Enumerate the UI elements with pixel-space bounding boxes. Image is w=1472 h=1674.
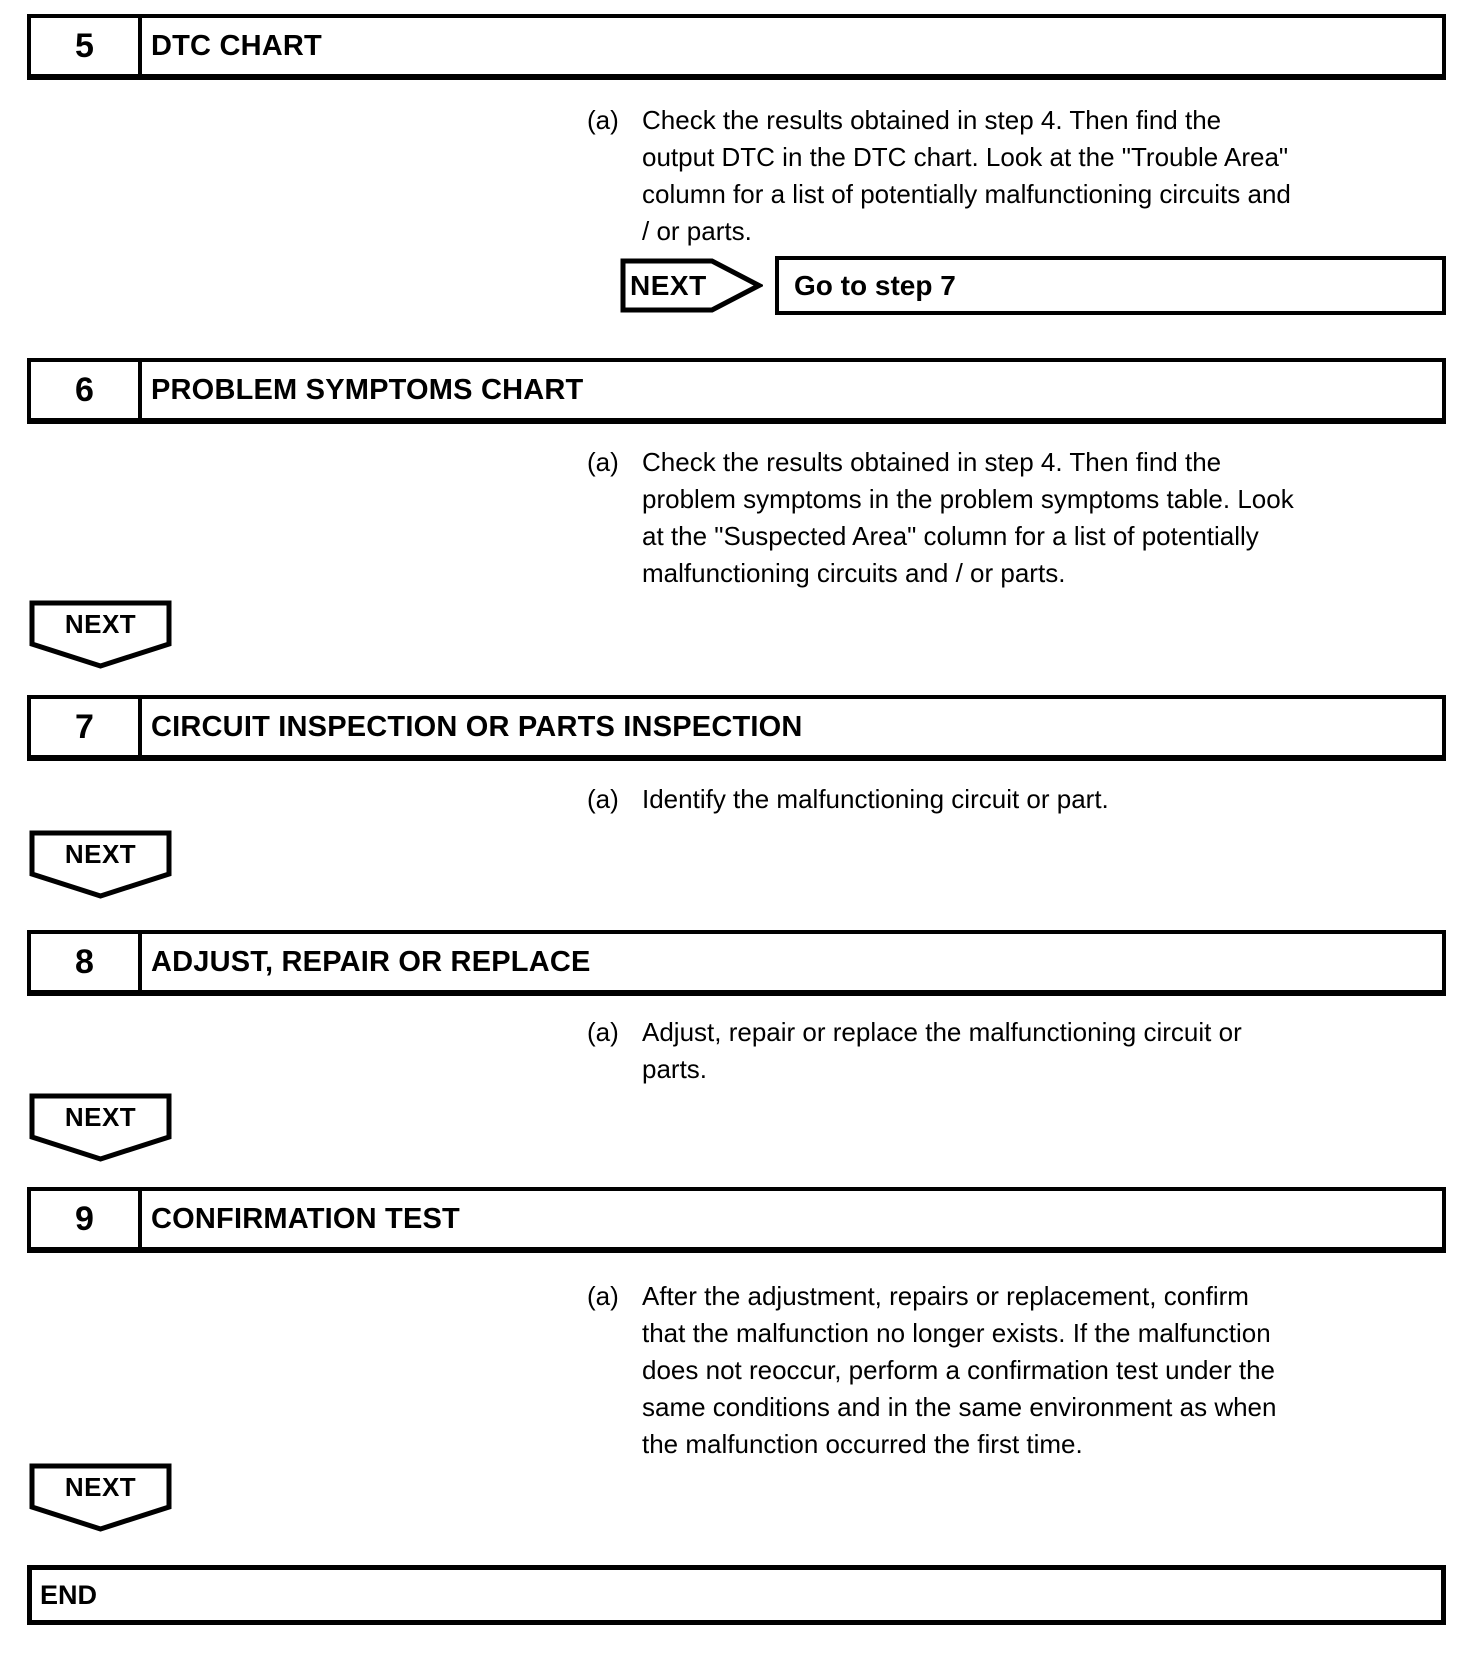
step-8-header: 8 ADJUST, REPAIR OR REPLACE <box>27 930 1446 996</box>
next-arrow-right-icon: NEXT <box>620 258 763 313</box>
step-title: DTC CHART <box>151 29 322 62</box>
step-6-instruction: (a) Check the results obtained in step 4… <box>587 444 1446 592</box>
step-5-next-row: NEXT Go to step 7 <box>620 256 1446 315</box>
next-label: NEXT <box>64 609 137 639</box>
instruction-text: After the adjustment, repairs or replace… <box>642 1281 1277 1459</box>
step-9-header: 9 CONFIRMATION TEST <box>27 1187 1446 1253</box>
step-8-instruction: (a) Adjust, repair or replace the malfun… <box>587 1014 1446 1088</box>
step-number: 7 <box>31 699 142 755</box>
instruction-text: Check the results obtained in step 4. Th… <box>642 447 1294 588</box>
step-5-instruction: (a) Check the results obtained in step 4… <box>587 102 1446 250</box>
next-arrow-down-icon: NEXT <box>29 1093 172 1163</box>
step-title: CONFIRMATION TEST <box>151 1202 460 1235</box>
next-arrow-down-icon: NEXT <box>29 1463 172 1533</box>
step-title: PROBLEM SYMPTOMS CHART <box>151 373 584 406</box>
step-9-instruction: (a) After the adjustment, repairs or rep… <box>587 1278 1446 1463</box>
step-number: 9 <box>31 1191 142 1247</box>
list-marker: (a) <box>587 784 619 814</box>
next-arrow-down-icon: NEXT <box>29 600 172 670</box>
step-title: ADJUST, REPAIR OR REPLACE <box>151 945 591 978</box>
next-label: NEXT <box>64 1472 137 1502</box>
step-6-header: 6 PROBLEM SYMPTOMS CHART <box>27 358 1446 424</box>
troubleshooting-flow: 5 DTC CHART (a) Check the results obtain… <box>27 14 1446 1625</box>
next-label: NEXT <box>630 269 707 301</box>
step-7-header: 7 CIRCUIT INSPECTION OR PARTS INSPECTION <box>27 695 1446 761</box>
list-marker: (a) <box>587 105 619 135</box>
step-title: CIRCUIT INSPECTION OR PARTS INSPECTION <box>151 710 803 743</box>
end-box: END <box>27 1565 1446 1625</box>
step-7-instruction: (a) Identify the malfunctioning circuit … <box>587 781 1446 818</box>
step-number: 6 <box>31 362 142 418</box>
next-result-box: Go to step 7 <box>775 256 1446 315</box>
next-label: NEXT <box>64 1102 137 1132</box>
next-label: NEXT <box>64 839 137 869</box>
step-number: 8 <box>31 934 142 990</box>
instruction-text: Adjust, repair or replace the malfunctio… <box>642 1017 1242 1084</box>
instruction-text: Check the results obtained in step 4. Th… <box>642 105 1291 246</box>
instruction-text: Identify the malfunctioning circuit or p… <box>642 784 1109 814</box>
step-number: 5 <box>31 18 142 74</box>
list-marker: (a) <box>587 447 619 477</box>
list-marker: (a) <box>587 1281 619 1311</box>
next-arrow-down-icon: NEXT <box>29 830 172 900</box>
step-5-header: 5 DTC CHART <box>27 14 1446 80</box>
list-marker: (a) <box>587 1017 619 1047</box>
